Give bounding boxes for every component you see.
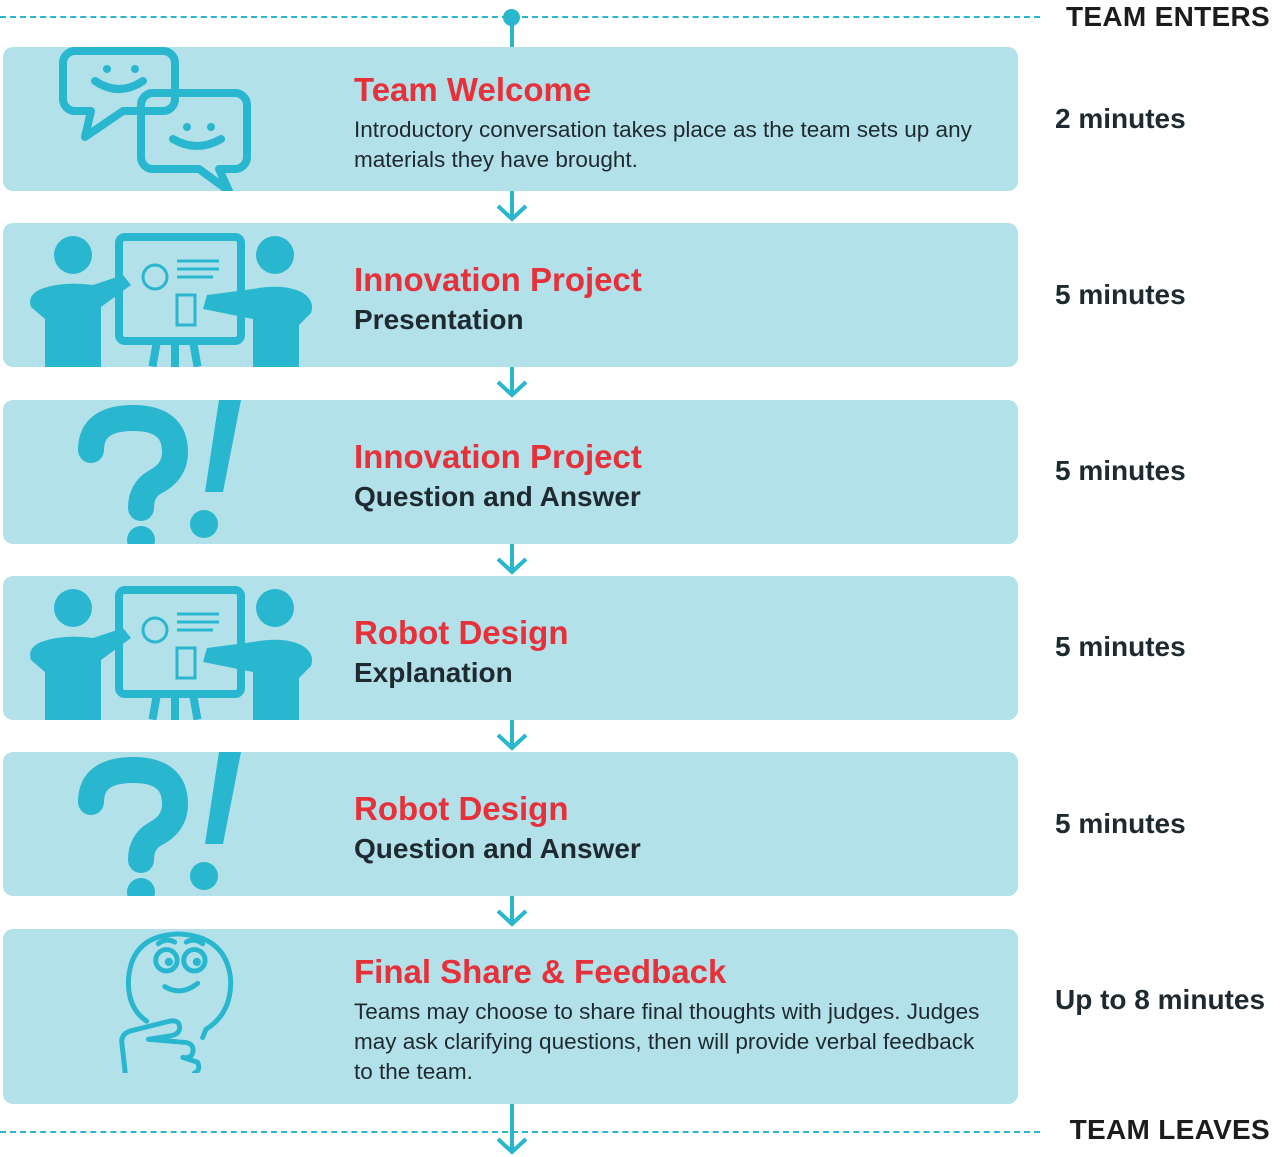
team-enters-label: TEAM ENTERS (1066, 1, 1270, 32)
step-subtitle: Presentation (354, 304, 524, 335)
step-description: Teams may choose to share final thoughts… (354, 999, 980, 1084)
step-duration: 5 minutes (1055, 808, 1186, 839)
step-duration: 2 minutes (1055, 103, 1186, 134)
step-title: Robot Design (354, 614, 569, 651)
step-description: Introductory conversation takes place as… (354, 117, 972, 172)
step-duration: 5 minutes (1055, 455, 1186, 486)
question-exclamation-icon (78, 400, 241, 544)
arrow-down-icon (496, 191, 528, 222)
step-title: Innovation Project (354, 438, 642, 475)
step-title: Team Welcome (354, 71, 592, 108)
arrow-down-icon (496, 896, 528, 927)
start-connector (510, 18, 514, 48)
start-dashed-line (0, 16, 1040, 18)
step-subtitle: Question and Answer (354, 481, 641, 512)
step-title: Robot Design (354, 790, 569, 827)
step-card-innovation-qa: Innovation Project Question and Answer (3, 400, 1018, 544)
step-duration: 5 minutes (1055, 631, 1186, 662)
team-leaves-label: TEAM LEAVES (1069, 1114, 1270, 1145)
arrow-down-icon (496, 1104, 528, 1155)
arrow-down-icon (496, 544, 528, 575)
step-title: Final Share & Feedback (354, 953, 727, 990)
thinking-face-icon (119, 931, 234, 1073)
step-card-robot-explanation: Robot Design Explanation (3, 576, 1018, 720)
step-card-robot-qa: Robot Design Question and Answer (3, 752, 1018, 896)
question-exclamation-icon (78, 752, 241, 896)
chat-bubbles-icon (59, 47, 251, 191)
step-card-final-share: Final Share & Feedback Teams may choose … (3, 929, 1018, 1104)
step-duration: Up to 8 minutes (1055, 984, 1266, 1015)
step-subtitle: Question and Answer (354, 833, 641, 864)
step-subtitle: Explanation (354, 657, 513, 688)
arrow-down-icon (496, 720, 528, 751)
step-card-team-welcome: Team Welcome Introductory conversation t… (3, 47, 1018, 191)
end-dashed-line (0, 1131, 1040, 1133)
start-dot (503, 9, 520, 26)
arrow-down-icon (496, 367, 528, 398)
presentation-icon (30, 586, 312, 720)
step-duration: 5 minutes (1055, 279, 1186, 310)
step-title: Innovation Project (354, 261, 642, 298)
presentation-icon (30, 233, 312, 367)
step-card-innovation-presentation: Innovation Project Presentation (3, 223, 1018, 367)
